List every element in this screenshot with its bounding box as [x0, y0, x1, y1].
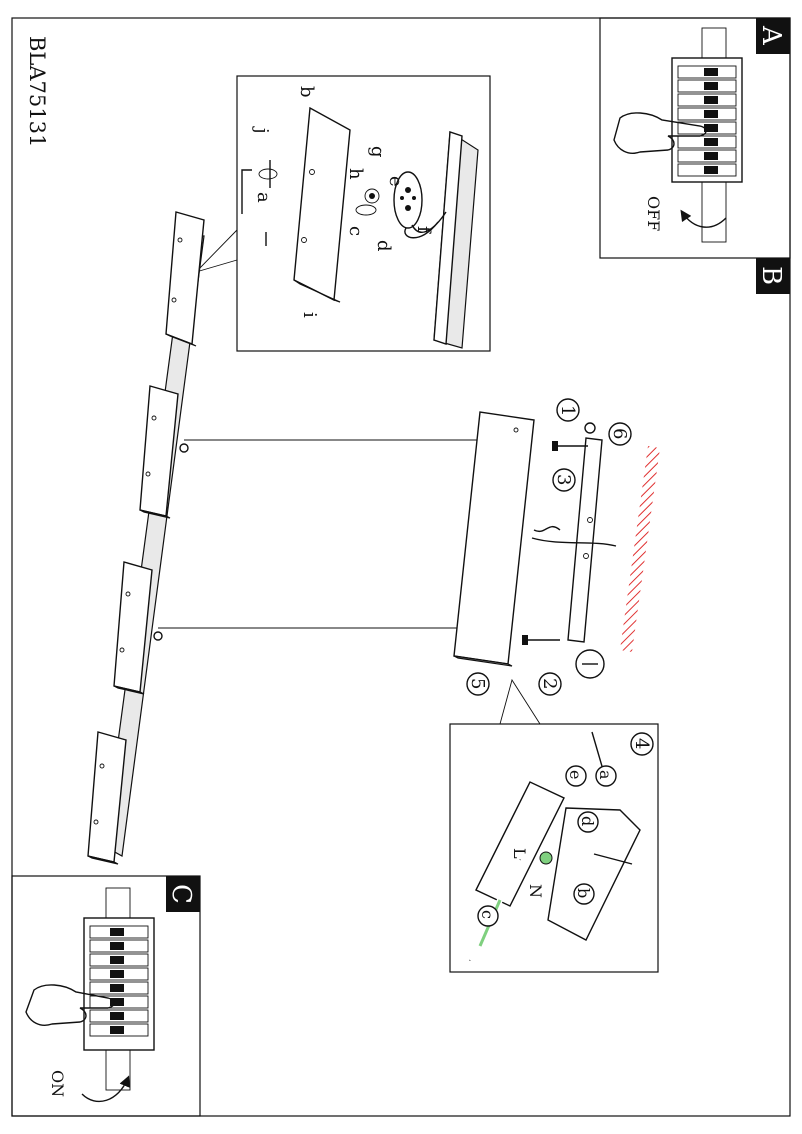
svg-text:b: b	[296, 86, 317, 98]
svg-text:c: c	[478, 910, 497, 919]
step-number-2: 2	[539, 678, 560, 689]
step-number-6: 6	[609, 428, 630, 439]
model-code: BLA75131	[25, 36, 49, 147]
hand-icon-c	[25, 984, 115, 1026]
step-number-1: 1	[557, 405, 578, 416]
mounting-bracket	[531, 437, 617, 643]
svg-text:a: a	[253, 192, 274, 203]
hand-icon	[613, 112, 707, 154]
svg-text:a: a	[596, 770, 615, 780]
svg-text:j: j	[251, 126, 272, 134]
svg-text:d: d	[373, 240, 394, 252]
svg-text:N: N	[526, 884, 545, 898]
detail-top-labels: b j a g h e c d f i	[251, 86, 434, 318]
svg-text:g: g	[367, 146, 388, 158]
cable-rosette	[393, 171, 423, 229]
svg-text:e: e	[385, 176, 406, 187]
panel-a: A OFF	[599, 17, 791, 259]
luminaire-body	[87, 211, 480, 865]
step-number-4: 4	[631, 738, 652, 749]
detail-wire-labels: a e d b c L N	[477, 765, 617, 927]
step-a-badge: A	[756, 25, 786, 46]
svg-text:c: c	[345, 226, 366, 236]
on-arrow-icon	[81, 1075, 130, 1103]
svg-text:d: d	[578, 816, 597, 826]
screw-icons	[522, 422, 605, 679]
shade-2	[139, 385, 179, 517]
svg-text:h: h	[345, 168, 366, 180]
step-c-badge: C	[166, 884, 196, 904]
svg-text:b: b	[574, 888, 593, 898]
step-b-badge-bg	[756, 258, 790, 294]
step-number-3: 3	[553, 474, 574, 485]
breaker-panel-icon	[671, 27, 743, 243]
switch-off-label: OFF	[644, 196, 663, 231]
breaker-panel-icon-c	[83, 887, 155, 1091]
detail-inset-shade	[194, 75, 491, 352]
step-number-5: 5	[467, 678, 488, 689]
svg-text:L: L	[510, 848, 529, 859]
step-c-badge-bg	[166, 876, 200, 912]
step-a-badge-bg	[756, 18, 790, 54]
canopy-box	[453, 411, 535, 667]
svg-text:e: e	[566, 770, 585, 779]
detail-inset-wiring: 4	[449, 678, 659, 973]
shade-1	[165, 211, 205, 345]
switch-on-label: ON	[48, 1070, 67, 1097]
svg-text:f: f	[413, 226, 434, 234]
svg-text:i: i	[299, 312, 320, 318]
step-numbers: 1 6 3 2 5	[466, 398, 632, 696]
step-b-badge: B	[756, 266, 786, 285]
panel-c: C ON	[11, 875, 201, 1117]
ceiling-hatch	[620, 446, 660, 652]
page-border	[11, 17, 791, 1117]
off-arrow-icon	[680, 209, 727, 228]
